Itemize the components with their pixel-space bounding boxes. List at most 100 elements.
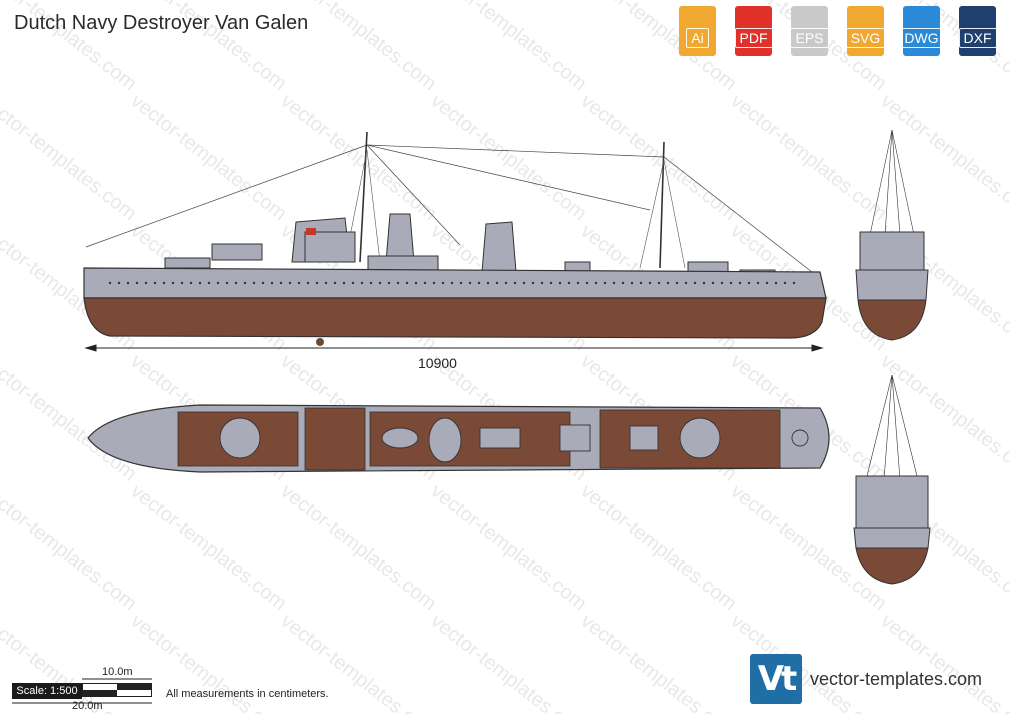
length-dimension-label: 10900 bbox=[418, 355, 457, 371]
top-view bbox=[87, 404, 830, 473]
porthole bbox=[297, 281, 301, 285]
porthole bbox=[486, 281, 490, 285]
download-svg-button[interactable]: SVG bbox=[841, 6, 890, 56]
porthole bbox=[756, 281, 760, 285]
porthole bbox=[396, 281, 400, 285]
porthole bbox=[144, 281, 148, 285]
porthole bbox=[279, 281, 283, 285]
porthole bbox=[621, 281, 625, 285]
download-dwg-button[interactable]: DWG bbox=[897, 6, 946, 56]
porthole bbox=[261, 281, 265, 285]
porthole bbox=[495, 281, 499, 285]
porthole bbox=[549, 281, 553, 285]
length-dimension bbox=[84, 344, 824, 352]
porthole bbox=[585, 281, 589, 285]
front-hull-upper bbox=[855, 269, 929, 301]
keel-detail bbox=[316, 338, 324, 346]
porthole bbox=[612, 281, 616, 285]
porthole bbox=[315, 281, 319, 285]
hull-lower bbox=[83, 297, 827, 339]
porthole bbox=[216, 281, 220, 285]
porthole bbox=[126, 281, 130, 285]
rigging-lines bbox=[85, 144, 813, 273]
porthole bbox=[369, 281, 373, 285]
porthole bbox=[711, 281, 715, 285]
porthole bbox=[423, 281, 427, 285]
front-view bbox=[855, 129, 929, 341]
scale-label: Scale: 1:500 bbox=[12, 683, 82, 699]
porthole bbox=[234, 281, 238, 285]
porthole bbox=[558, 281, 562, 285]
download-eps-button[interactable]: EPS bbox=[785, 6, 834, 56]
side-view bbox=[83, 131, 827, 352]
porthole bbox=[459, 281, 463, 285]
deck-fittings bbox=[219, 417, 809, 463]
porthole bbox=[729, 281, 733, 285]
porthole bbox=[324, 281, 328, 285]
porthole bbox=[252, 281, 256, 285]
porthole bbox=[639, 281, 643, 285]
superstructure bbox=[164, 213, 776, 281]
porthole bbox=[441, 281, 445, 285]
porthole bbox=[135, 281, 139, 285]
porthole bbox=[270, 281, 274, 285]
rear-view bbox=[853, 374, 931, 585]
porthole bbox=[675, 281, 679, 285]
porthole bbox=[540, 281, 544, 285]
porthole bbox=[171, 281, 175, 285]
rear-hull-lower bbox=[855, 547, 929, 585]
porthole bbox=[792, 281, 796, 285]
rear-hull-upper bbox=[853, 527, 931, 549]
porthole bbox=[378, 281, 382, 285]
download-pdf-button[interactable]: PDF bbox=[729, 6, 778, 56]
porthole bbox=[774, 281, 778, 285]
rear-superstructure bbox=[855, 475, 929, 529]
porthole bbox=[648, 281, 652, 285]
porthole bbox=[306, 281, 310, 285]
porthole bbox=[243, 281, 247, 285]
porthole bbox=[288, 281, 292, 285]
download-ai-button[interactable]: Ai bbox=[673, 6, 722, 56]
porthole bbox=[414, 281, 418, 285]
porthole bbox=[738, 281, 742, 285]
porthole bbox=[162, 281, 166, 285]
porthole bbox=[189, 281, 193, 285]
brand-name[interactable]: vector-templates.com bbox=[810, 669, 983, 689]
porthole bbox=[153, 281, 157, 285]
porthole bbox=[783, 281, 787, 285]
page-title: Dutch Navy Destroyer Van Galen bbox=[14, 12, 309, 34]
porthole bbox=[225, 281, 229, 285]
porthole bbox=[657, 281, 661, 285]
format-label-dxf: DXF bbox=[958, 28, 997, 48]
porthole bbox=[567, 281, 571, 285]
porthole bbox=[468, 281, 472, 285]
porthole bbox=[360, 281, 364, 285]
porthole bbox=[702, 281, 706, 285]
brand-logo[interactable]: Vt bbox=[750, 654, 802, 704]
porthole bbox=[108, 281, 112, 285]
porthole bbox=[342, 281, 346, 285]
front-rigging bbox=[869, 129, 915, 236]
scale-bar-graphic bbox=[12, 678, 152, 704]
format-download-bar: Ai PDF EPS SVG DWG DXF bbox=[673, 6, 1002, 56]
porthole bbox=[630, 281, 634, 285]
porthole bbox=[333, 281, 337, 285]
porthole bbox=[450, 281, 454, 285]
flag-marker bbox=[306, 228, 316, 235]
porthole bbox=[765, 281, 769, 285]
format-label-ai: Ai bbox=[686, 28, 709, 48]
porthole bbox=[351, 281, 355, 285]
porthole bbox=[198, 281, 202, 285]
porthole bbox=[576, 281, 580, 285]
porthole bbox=[747, 281, 751, 285]
porthole bbox=[522, 281, 526, 285]
download-dxf-button[interactable]: DXF bbox=[953, 6, 1002, 56]
scale-bar bbox=[82, 683, 152, 697]
porthole bbox=[513, 281, 517, 285]
format-label-eps: EPS bbox=[790, 28, 829, 48]
format-label-svg: SVG bbox=[845, 28, 886, 48]
front-superstructure bbox=[859, 231, 925, 271]
portholes bbox=[108, 281, 796, 285]
porthole bbox=[531, 281, 535, 285]
